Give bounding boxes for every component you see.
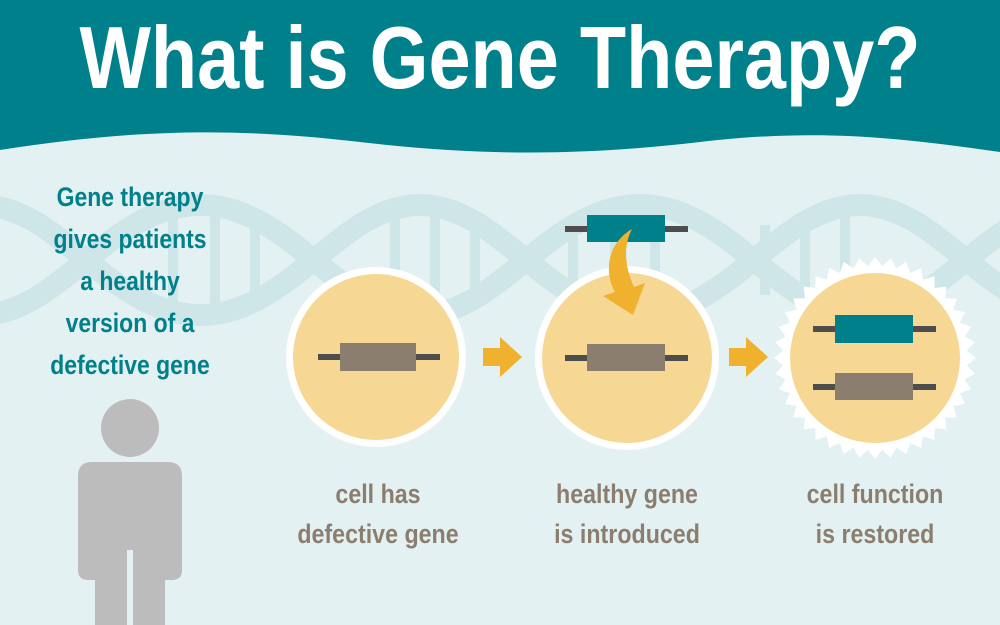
caption-line: healthy gene — [556, 479, 698, 509]
cell-restored — [774, 257, 976, 459]
cell-defective — [286, 267, 466, 447]
intro-line: Gene therapy — [56, 182, 204, 212]
intro-line: version of a — [65, 308, 195, 338]
intro-line: defective gene — [50, 350, 210, 380]
intro-text: Gene therapy gives patients a healthy ve… — [20, 176, 241, 386]
caption-line: is restored — [815, 519, 935, 549]
intro-line: a healthy — [80, 266, 180, 296]
person-icon — [78, 399, 182, 625]
cell-gene-introduced — [535, 215, 719, 450]
step-caption-2: healthy gene is introduced — [524, 474, 730, 554]
caption-line: cell function — [806, 479, 944, 509]
arrow-right-icon — [483, 337, 522, 377]
step-caption-3: cell function is restored — [772, 474, 978, 554]
caption-line: defective gene — [297, 519, 459, 549]
healthy-gene-icon — [813, 315, 936, 343]
defective-gene-icon — [565, 344, 688, 371]
intro-line: gives patients — [53, 224, 207, 254]
curved-arrow-icon — [603, 229, 645, 315]
defective-gene-icon — [813, 373, 936, 400]
defective-gene-icon — [318, 343, 440, 371]
caption-line: is introduced — [554, 519, 700, 549]
step-caption-1: cell has defective gene — [275, 474, 481, 554]
arrow-right-icon — [729, 337, 768, 377]
header-banner — [0, 0, 1000, 153]
caption-line: cell has — [335, 479, 421, 509]
page-title: What is Gene Therapy? — [79, 8, 921, 107]
